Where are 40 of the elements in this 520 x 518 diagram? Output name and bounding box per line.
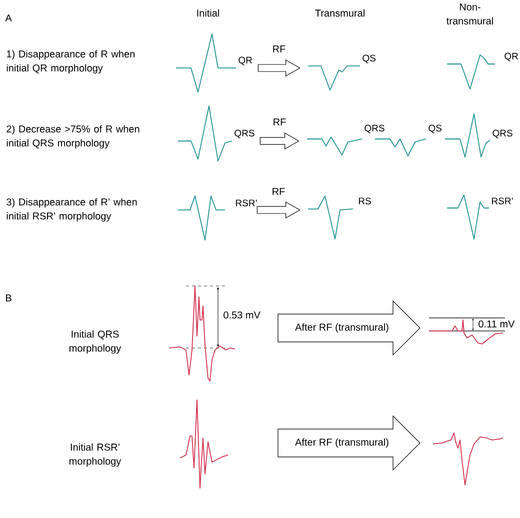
row-description: Initial RSR’ morphology: [70, 443, 122, 467]
hollow-arrow: [256, 201, 300, 218]
ecg-waveform-drawing: [308, 66, 360, 90]
row-description: 3) Disappearance of R’ when initial RSR’ morphology: [6, 198, 137, 222]
ecg-waveform-drawing: [180, 400, 228, 488]
waveform-label: QR: [238, 56, 252, 66]
waveform-label: RSR’: [236, 200, 257, 206]
waveform-label: QRS: [364, 124, 384, 134]
ecg-waveform-drawing: [178, 106, 232, 162]
edge-label: RF: [272, 118, 288, 126]
row-description: Initial QRS morphology: [70, 330, 122, 354]
hollow-arrow: [258, 59, 300, 76]
column-heading: Non-transmural: [446, 4, 493, 24]
ecg-waveform-drawing: [446, 194, 490, 240]
row-description: 2) Decrease >75% of R when initial QRS morphology: [6, 125, 140, 148]
hollow-arrow: [260, 132, 300, 150]
waveform-label: QRS: [492, 130, 512, 138]
ecg-waveform-drawing: [306, 136, 362, 156]
ecg-waveform-drawing: [432, 432, 504, 486]
ecg-waveform-drawing: [446, 54, 496, 90]
waveform-label: QS: [362, 54, 376, 64]
waveform-label: QRS: [234, 130, 254, 138]
ecg-waveform-drawing: [176, 34, 236, 92]
waveform-label: RSR’: [492, 198, 513, 204]
panel-letter: A: [5, 14, 12, 22]
waveform-label: RS: [358, 198, 371, 204]
column-heading: Transmural: [315, 9, 364, 17]
edge-label: RF: [271, 44, 287, 54]
row-description: 1) Disappearance of R when initial QR morphology: [6, 50, 134, 74]
dimension-label: 0.53 mV: [224, 311, 260, 319]
ecg-waveform-drawing: [308, 196, 354, 240]
ecg-waveform-drawing: [444, 114, 490, 158]
waveform-label: QR: [504, 52, 518, 62]
edge-label: RF: [270, 187, 286, 196]
panel-letter: B: [6, 294, 12, 302]
ecg-waveform-drawing: [374, 138, 426, 156]
waveform-label: QS: [428, 124, 442, 134]
column-heading: Initial: [197, 9, 219, 17]
dimension-label: 0.11 mV: [478, 320, 515, 328]
ecg-waveform-drawing: [178, 196, 226, 240]
